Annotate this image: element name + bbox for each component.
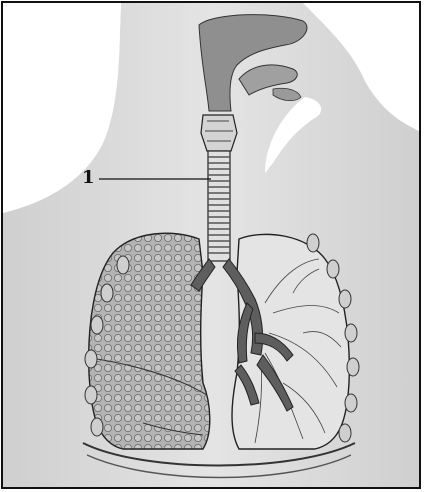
larynx [201,115,237,151]
label-1: 1 [82,169,95,187]
left-lung [89,233,210,449]
respiratory-system-diagram [3,3,421,489]
trachea [208,151,230,261]
